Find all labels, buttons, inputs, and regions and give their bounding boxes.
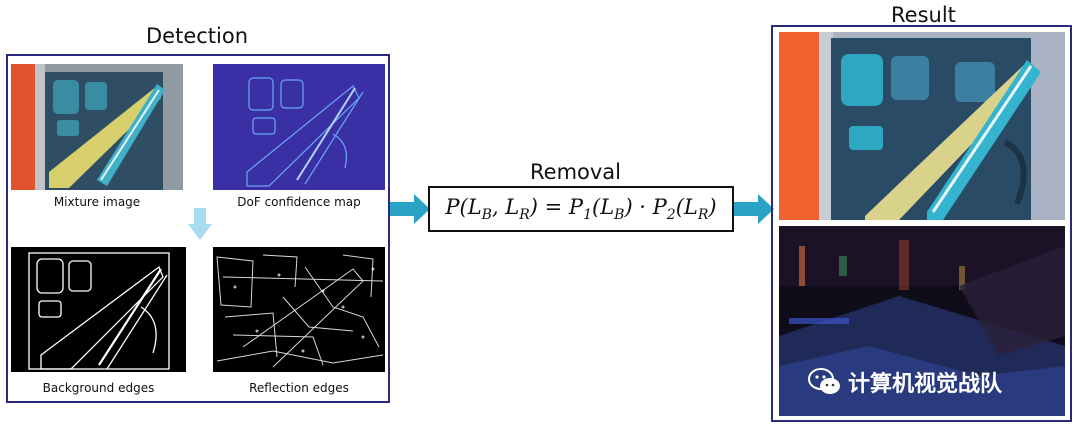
reflection-edges	[213, 247, 385, 372]
background-edges	[11, 247, 186, 372]
mixture-image-caption: Mixture image	[53, 195, 141, 209]
result-frame	[771, 25, 1072, 422]
wechat-icon	[808, 368, 840, 394]
dof-confidence-map	[213, 64, 385, 190]
dof-confidence-map-caption: DoF confidence map	[237, 195, 361, 209]
background-layer-image	[779, 32, 1065, 220]
watermark: 计算机视觉战队	[808, 366, 1002, 398]
down-arrow-icon	[188, 208, 212, 240]
detection-title: Detection	[146, 24, 249, 48]
removal-formula: P(LB, LR) = P1(LB) · P2(LR)	[445, 194, 717, 224]
background-edges-caption: Background edges	[42, 381, 155, 395]
arrow-right-icon	[734, 194, 774, 224]
mixture-image	[11, 64, 183, 190]
reflection-layer-image	[779, 226, 1065, 416]
arrow-right-icon	[390, 194, 430, 224]
removal-title: Removal	[530, 160, 622, 184]
removal-formula-box: P(LB, LR) = P1(LB) · P2(LR)	[428, 186, 734, 232]
reflection-edges-caption: Reflection edges	[249, 381, 349, 395]
detection-frame	[6, 54, 390, 403]
watermark-text: 计算机视觉战队	[848, 372, 1003, 397]
result-title: Result	[891, 3, 956, 27]
